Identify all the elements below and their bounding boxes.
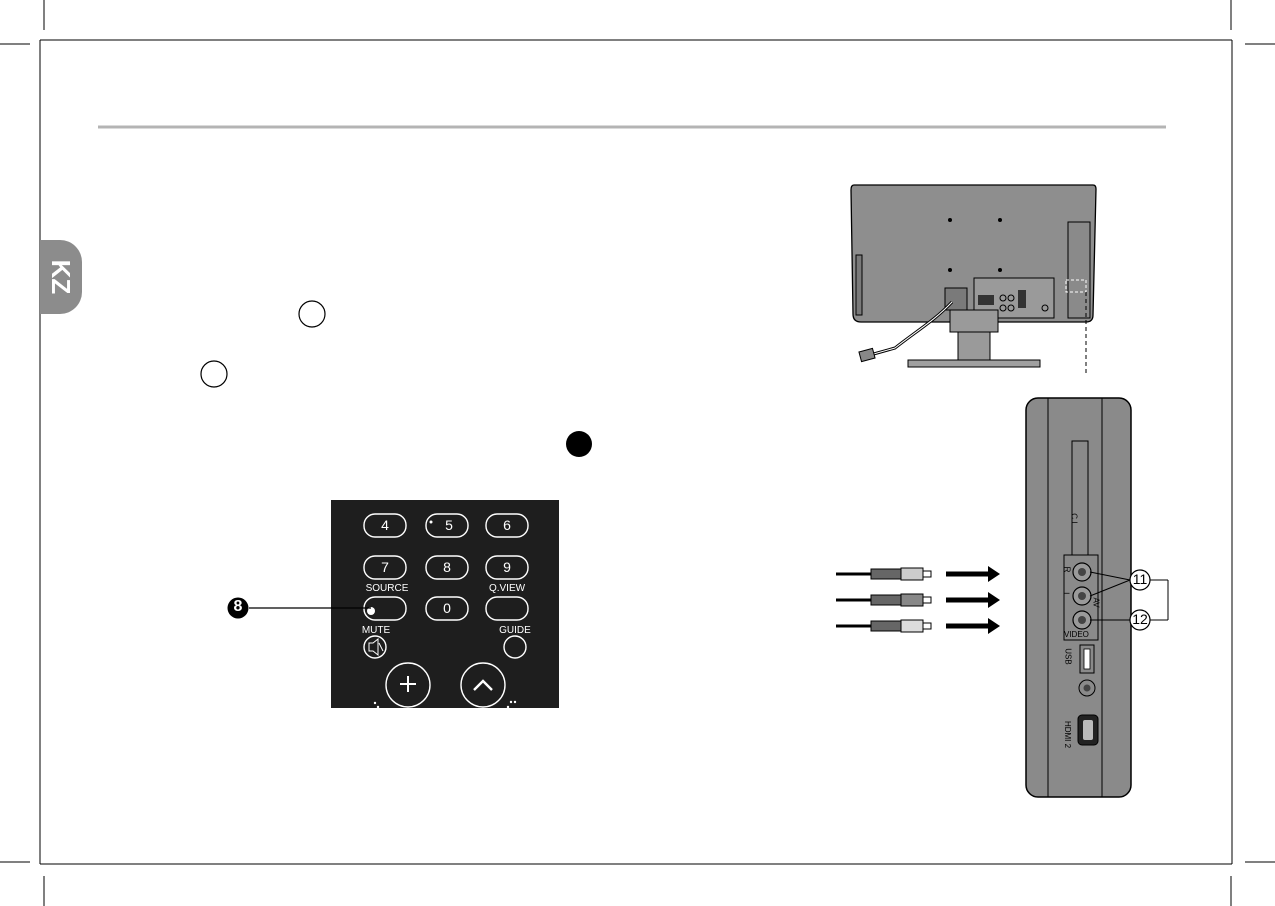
tv-rear-view [850,184,1097,375]
key-4[interactable]: 4 [381,517,389,533]
guide-label: GUIDE [499,625,531,636]
reference-circle-filled [566,431,592,457]
callout-8-leader [227,597,371,619]
language-tab [40,240,82,314]
key-0[interactable]: 0 [443,600,451,616]
usb-label: USB [1063,648,1073,665]
av-l-label: L [1061,592,1071,597]
ci-slot-label: C.I. [1069,513,1079,526]
video-label: VIDEO [1064,630,1089,639]
callout-11: 11 [1132,571,1148,587]
language-tab-label: KZ [46,259,76,295]
reference-circle-empty [298,300,326,328]
source-label: SOURCE [365,583,409,594]
tv-side-panel [1025,397,1132,798]
callout-12: 12 [1132,611,1148,627]
key-6[interactable]: 6 [503,517,511,533]
key-8[interactable]: 8 [443,559,451,575]
av-r-label: R [1062,566,1072,573]
qview-button[interactable] [486,597,528,620]
remote-control: 4 5 6 7 8 9 0 SOURCE Q.VIEW MUTE GUIDE [331,500,559,708]
rca-cables [836,566,1000,634]
guide-button[interactable] [504,636,526,658]
channel-up-button[interactable] [461,663,505,707]
inline-markers [200,300,592,457]
key-5[interactable]: 5 [445,517,453,533]
volume-up-button[interactable] [386,663,430,707]
key-9[interactable]: 9 [503,559,511,575]
qview-label: Q.VIEW [488,583,526,594]
callout-8: 8 [233,598,243,615]
mute-label: MUTE [361,625,391,636]
key-7[interactable]: 7 [381,559,389,575]
hdmi-label: HDMI 2 [1063,720,1073,749]
av-callout-bracket [1089,569,1169,631]
mute-button[interactable] [364,636,386,658]
reference-circle-empty [200,360,228,388]
